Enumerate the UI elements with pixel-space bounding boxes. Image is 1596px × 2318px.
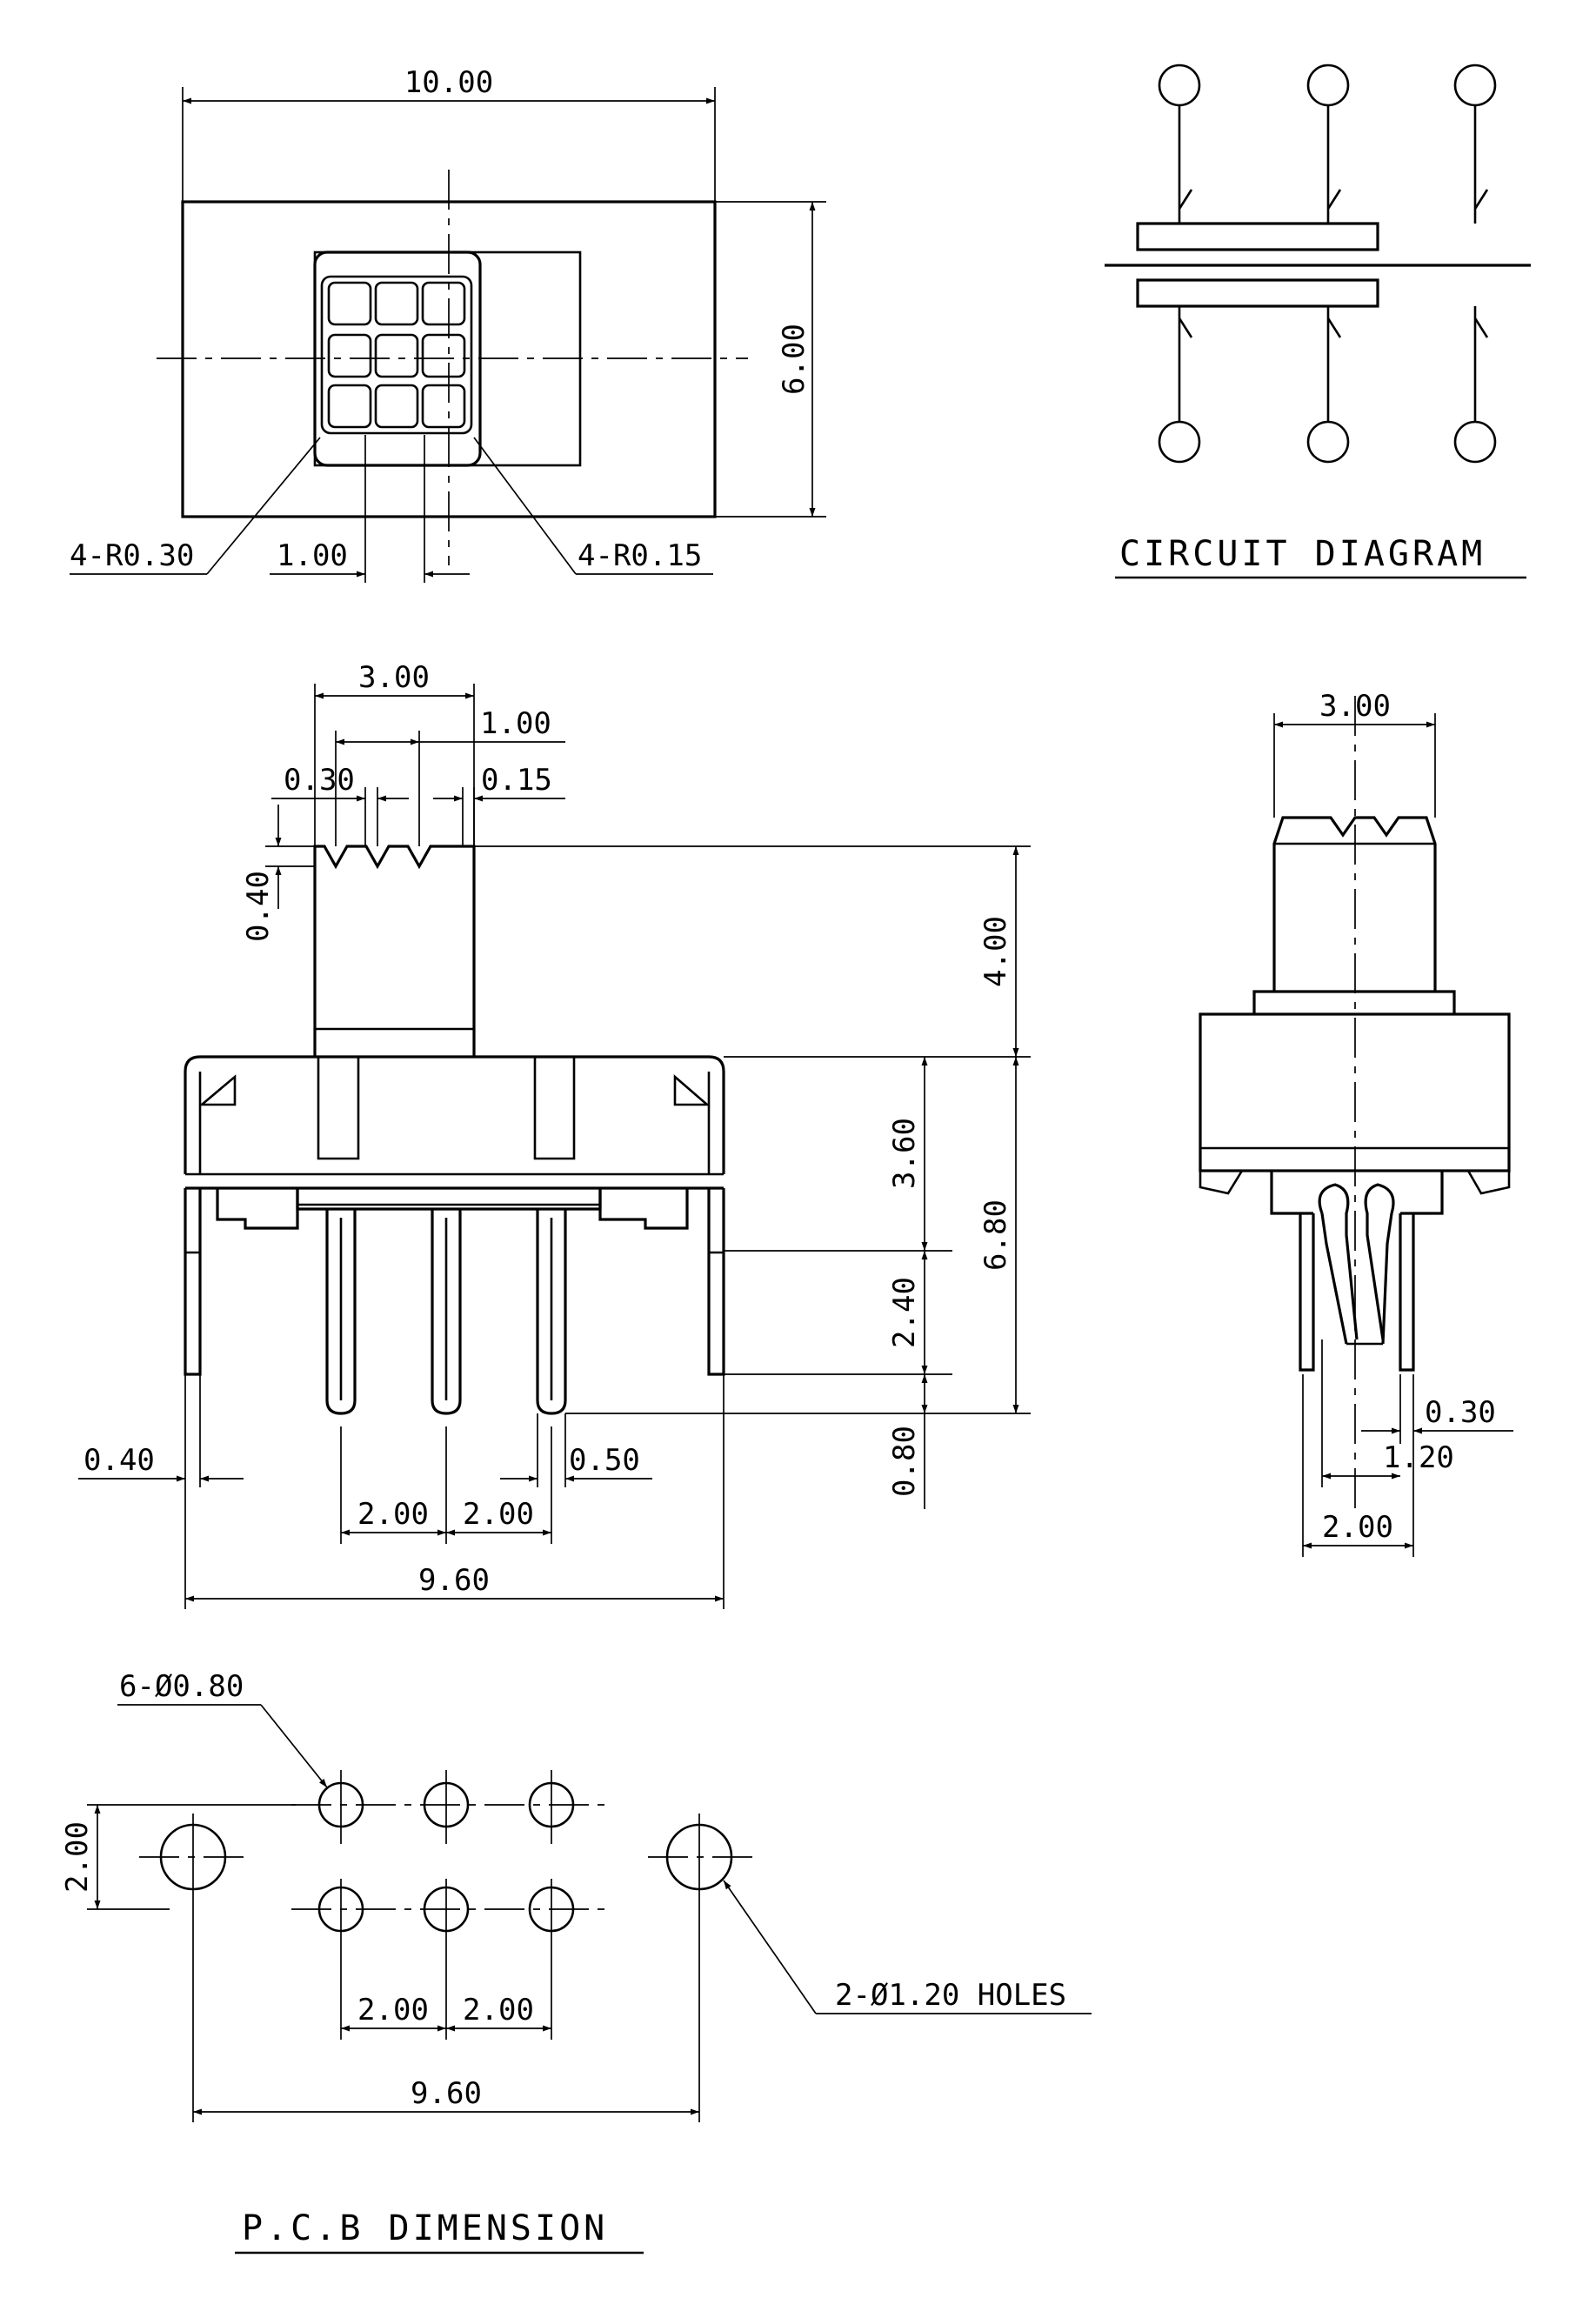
label-radius-left: 4-R0.30	[70, 538, 194, 573]
dim-pcb-row-spacing: 2.00	[60, 1821, 95, 1893]
dim-pin-pitch-1: 2.00	[357, 1497, 429, 1532]
dim-leg-width: 0.40	[83, 1443, 155, 1478]
front-pin-3	[536, 1209, 567, 1415]
terminal-bottom-2	[1306, 420, 1350, 464]
terminal-bottom-3	[1453, 420, 1497, 464]
dim-body-height: 3.60	[887, 1118, 922, 1189]
side-actuator	[1272, 816, 1437, 992]
front-actuator	[313, 845, 476, 1057]
top-view: 10.00 6.00 4-R0.30 4-R0.15 1.00	[70, 65, 826, 583]
front-leg-right	[707, 1188, 725, 1376]
label-radius-right: 4-R0.15	[578, 538, 702, 573]
terminal-top-2	[1306, 63, 1350, 107]
dim-pin-pitch-2: 2.00	[463, 1497, 534, 1532]
side-pin-right	[1399, 1213, 1415, 1372]
terminal-top-1	[1158, 63, 1201, 107]
dim-groove-right: 0.15	[481, 763, 552, 798]
side-view: 3.00 0.30 1.20 2.00	[1199, 689, 1513, 1557]
front-housing-top	[184, 1055, 725, 1174]
dim-actuator-height: 4.00	[978, 916, 1013, 987]
dim-pcb-pitch-1: 2.00	[357, 1993, 429, 2027]
terminal-top-3	[1453, 63, 1497, 107]
dim-pcb-pitch-2: 2.00	[463, 1993, 534, 2027]
dim-overall-width: 9.60	[418, 1563, 490, 1598]
dim-side-actuator-width: 3.00	[1319, 689, 1391, 724]
label-pcb-pin-holes: 6-Ø0.80	[119, 1669, 244, 1704]
terminal-bottom-1	[1158, 420, 1201, 464]
contact-bar-upper	[1136, 222, 1379, 251]
dim-total-height: 6.80	[978, 1199, 1013, 1271]
actuator-grid	[320, 275, 473, 435]
circuit-diagram: CIRCUIT DIAGRAM	[1105, 63, 1531, 579]
pcb-title: P.C.B DIMENSION	[242, 2208, 608, 2248]
dim-top-height: 6.00	[777, 324, 811, 395]
front-pin-1	[325, 1209, 357, 1415]
dim-top-pitch: 1.00	[277, 538, 348, 573]
front-view: 4.00 6.80 3.60 2.40 0.80 0.40 3.00 1.00 …	[78, 660, 1031, 1609]
contact-bar-lower	[1136, 278, 1379, 308]
label-pcb-mount-holes: 2-Ø1.20 HOLES	[835, 1978, 1066, 2013]
dim-pin-tip: 0.80	[887, 1426, 922, 1497]
dim-pin-width: 0.50	[569, 1443, 640, 1478]
dim-tip-height: 0.40	[241, 871, 276, 942]
dim-side-row-spacing: 2.00	[1322, 1510, 1393, 1545]
dim-side-pin-offset: 1.20	[1383, 1440, 1454, 1475]
circuit-title: CIRCUIT DIAGRAM	[1119, 534, 1486, 574]
side-pin-left	[1299, 1213, 1315, 1372]
dim-front-actuator-pitch: 1.00	[480, 706, 551, 741]
dim-pcb-overall-width: 9.60	[411, 2076, 482, 2111]
dim-groove-left: 0.30	[284, 763, 355, 798]
dim-side-pin-thickness: 0.30	[1425, 1395, 1496, 1430]
dim-pin-step: 2.40	[887, 1277, 922, 1348]
front-pin-2	[431, 1209, 462, 1415]
front-leg-left	[184, 1188, 202, 1376]
dim-top-width: 10.00	[404, 65, 493, 100]
pcb-dimension: 2.00 6-Ø0.80 2-Ø1.20 HOLES 2.00 2.00 9.6…	[60, 1669, 1092, 2255]
dim-front-actuator-width: 3.00	[358, 660, 430, 695]
